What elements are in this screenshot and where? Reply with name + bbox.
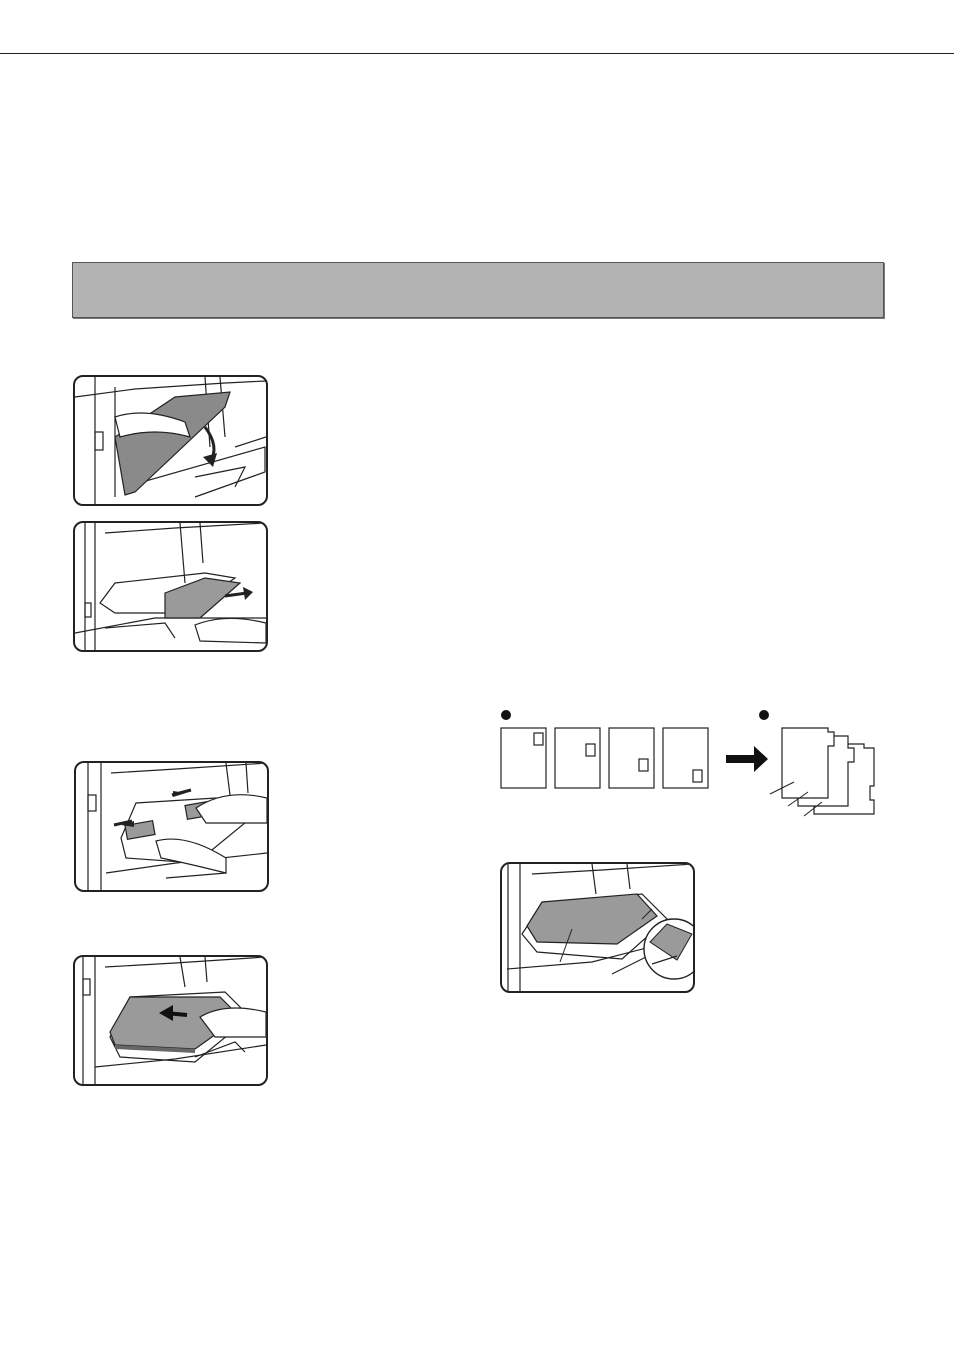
tab-paper-orientation-diagram bbox=[496, 706, 890, 826]
header-rule bbox=[0, 53, 954, 54]
bypass-tray-open-icon bbox=[75, 377, 266, 504]
insert-paper-illustration bbox=[73, 955, 268, 1086]
paper-guides-icon bbox=[76, 763, 267, 890]
tray-extension-illustration bbox=[73, 521, 268, 652]
tab-paper-loaded-illustration bbox=[500, 862, 695, 993]
tab-paper-loaded-icon bbox=[502, 864, 693, 991]
section-banner bbox=[72, 262, 884, 318]
insert-paper-icon bbox=[75, 957, 266, 1084]
tray-extension-icon bbox=[75, 523, 266, 650]
bullet-icon bbox=[759, 710, 769, 720]
arrow-right-icon bbox=[726, 746, 768, 772]
paper-guides-illustration bbox=[74, 761, 269, 892]
bullet-icon bbox=[501, 710, 511, 720]
tab-paper-icon bbox=[496, 706, 890, 826]
bypass-tray-open-illustration bbox=[73, 375, 268, 506]
